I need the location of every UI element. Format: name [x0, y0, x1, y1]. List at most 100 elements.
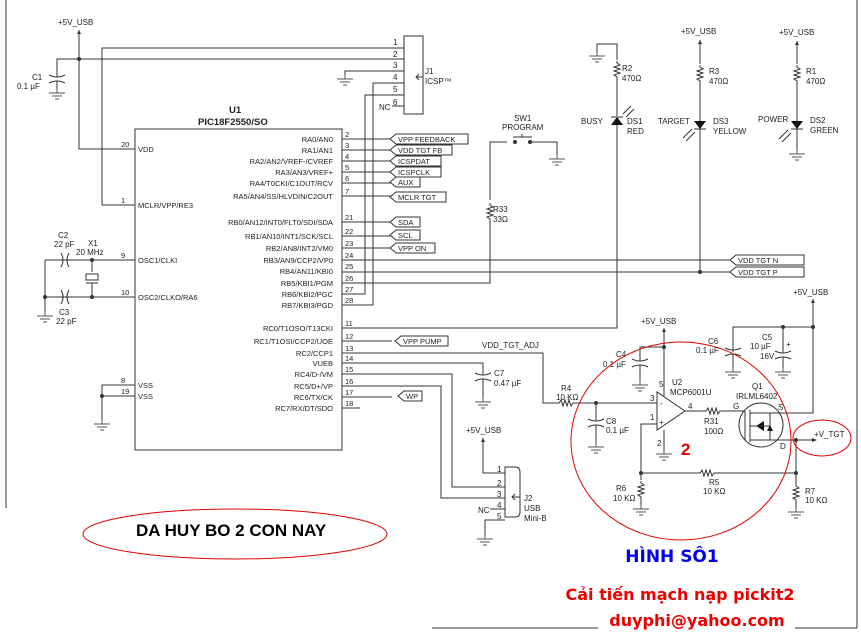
pin-number: 11 — [345, 319, 353, 328]
connector-j2-usb: +5V_USB 1 2 3 4 5 NC J2 USB Mini-B — [466, 426, 547, 546]
pin-name: RA1/AN1 — [302, 146, 333, 155]
pin-number: 22 — [345, 227, 353, 236]
svg-text:POWER: POWER — [758, 115, 788, 124]
svg-text:3: 3 — [497, 490, 502, 499]
led-ds3: +5V_USB R3 470Ω TARGET DS3 YELLOW — [658, 27, 747, 274]
pin-number: 7 — [345, 187, 349, 196]
svg-text:470Ω: 470Ω — [622, 74, 641, 83]
crystal-x1: C2 22 pF X1 20 MHz C3 22 pF — [36, 231, 135, 326]
pin-number: 12 — [345, 332, 353, 341]
pin-number: 26 — [345, 274, 353, 283]
svg-text:3: 3 — [393, 61, 398, 70]
opamp-u2 — [656, 391, 686, 431]
pin-name: RB0/AN12/INT0/FLT0/SDI/SDA — [228, 218, 333, 227]
pin-name: RA3/AN3/VREF+ — [275, 168, 333, 177]
svg-text:5: 5 — [659, 380, 664, 389]
svg-text:AUX: AUX — [398, 178, 413, 187]
pin-name: RB4/AN11/KBI0 — [280, 267, 333, 276]
net-label: SCL — [389, 229, 421, 241]
net-label: VDD TGT FB — [389, 144, 453, 156]
annotation-marker: 2 — [681, 440, 690, 459]
pin-name: RC5/D+/VP — [294, 382, 333, 391]
svg-text:5: 5 — [393, 85, 398, 94]
svg-text:R7: R7 — [805, 487, 816, 496]
svg-text:TARGET: TARGET — [658, 117, 690, 126]
svg-text:3: 3 — [650, 394, 655, 403]
pin-name: RC1/T1OSI/CCP2/UOE — [254, 337, 333, 346]
svg-text:R3: R3 — [709, 67, 720, 76]
pin-number: 3 — [345, 141, 349, 150]
svg-text:+5V_USB: +5V_USB — [466, 426, 501, 435]
svg-text:20 MHz: 20 MHz — [76, 248, 104, 257]
svg-text:1: 1 — [650, 413, 655, 422]
svg-text:SDA: SDA — [398, 218, 413, 227]
pin-number: 24 — [345, 251, 353, 260]
svg-text:MCP6001U: MCP6001U — [670, 388, 712, 397]
pin-name: RA0/AN0 — [302, 135, 333, 144]
pin-number: 19 — [121, 387, 129, 396]
svg-text:SW1: SW1 — [514, 114, 532, 123]
svg-text:RED: RED — [627, 127, 644, 136]
author-email: duyphi@yahoo.com — [609, 611, 784, 630]
pin-number: 23 — [345, 239, 353, 248]
connector-j1: 1 2 3 4 5 6 NC J1 ICSP™ — [336, 35, 452, 306]
svg-text:PIC18F2550/SO: PIC18F2550/SO — [198, 117, 268, 128]
pin-number: 21 — [345, 213, 353, 222]
svg-text:Q1: Q1 — [752, 382, 763, 391]
svg-text:R31: R31 — [704, 417, 719, 426]
svg-text:22 pF: 22 pF — [56, 317, 77, 326]
svg-text:VPP PUMP: VPP PUMP — [403, 337, 442, 346]
net-label: ICSPDAT — [389, 155, 442, 167]
svg-text:S: S — [778, 403, 783, 412]
pin-number: 27 — [345, 285, 353, 294]
annotation-circle-regulator — [570, 341, 792, 541]
svg-text:USB: USB — [524, 504, 540, 513]
svg-text:+5V_USB: +5V_USB — [641, 317, 676, 326]
resistor-r33: R33 33Ω — [486, 200, 508, 224]
svg-text:1: 1 — [497, 465, 502, 474]
pin-number: 1 — [121, 196, 125, 205]
svg-text:10 KΩ: 10 KΩ — [556, 393, 578, 402]
svg-text:NC: NC — [478, 506, 490, 515]
net-vdd-tgt-adj: VDD_TGT_ADJ — [482, 341, 539, 350]
pin-number: 8 — [121, 376, 125, 385]
pin-number: 16 — [345, 377, 353, 386]
svg-text:470Ω: 470Ω — [806, 77, 825, 86]
svg-text:ICSPDAT: ICSPDAT — [398, 157, 430, 166]
svg-text:2: 2 — [657, 439, 662, 448]
svg-text:C7: C7 — [494, 369, 505, 378]
svg-text:0.1 µF: 0.1 µF — [696, 346, 719, 355]
svg-text:ICSP™: ICSP™ — [425, 77, 452, 86]
svg-text:U2: U2 — [672, 378, 683, 387]
pin-number: 14 — [345, 354, 353, 363]
mcu-u1: U1 PIC18F2550/SO 20VDD1MCLR/VPP/RE39OSC1… — [121, 105, 392, 451]
svg-text:U1: U1 — [229, 105, 242, 116]
pin-number: 10 — [121, 288, 129, 297]
svg-text:0.47 µF: 0.47 µF — [494, 379, 521, 388]
figure-subtitle: Cải tiến mạch nạp pickit2 — [566, 585, 795, 604]
svg-text:33Ω: 33Ω — [493, 215, 508, 224]
svg-text:4: 4 — [497, 501, 502, 510]
annotation-circle-vtgt — [792, 419, 852, 457]
pin-number: 20 — [121, 140, 129, 149]
net-label: VDD TGT P — [729, 266, 805, 278]
svg-text:R5: R5 — [709, 478, 720, 487]
svg-text:VDD TGT N: VDD TGT N — [738, 256, 778, 265]
vtgt-regulator: +5V_USB C4 0.1 µF R4 10 KΩ C8 0.1 µF -+ … — [556, 288, 845, 519]
svg-text:+V_TGT: +V_TGT — [814, 430, 845, 439]
svg-text:470Ω: 470Ω — [709, 77, 728, 86]
svg-text:VPP ON: VPP ON — [398, 244, 426, 253]
svg-text:+5V_USB: +5V_USB — [793, 288, 828, 297]
pin-number: 15 — [345, 365, 353, 374]
svg-text:C3: C3 — [59, 308, 70, 317]
pin-name: RA2/AN2/VREF-/CVREF — [250, 157, 334, 166]
svg-text:SCL: SCL — [398, 231, 413, 240]
vss-ground — [93, 384, 135, 431]
switch-sw1[interactable]: SW1 PROGRAM — [502, 114, 566, 166]
svg-text:R4: R4 — [561, 384, 572, 393]
svg-text:YELLOW: YELLOW — [713, 127, 747, 136]
svg-text:C6: C6 — [708, 337, 719, 346]
figure-title: HÌNH SÔ1 — [625, 545, 718, 567]
